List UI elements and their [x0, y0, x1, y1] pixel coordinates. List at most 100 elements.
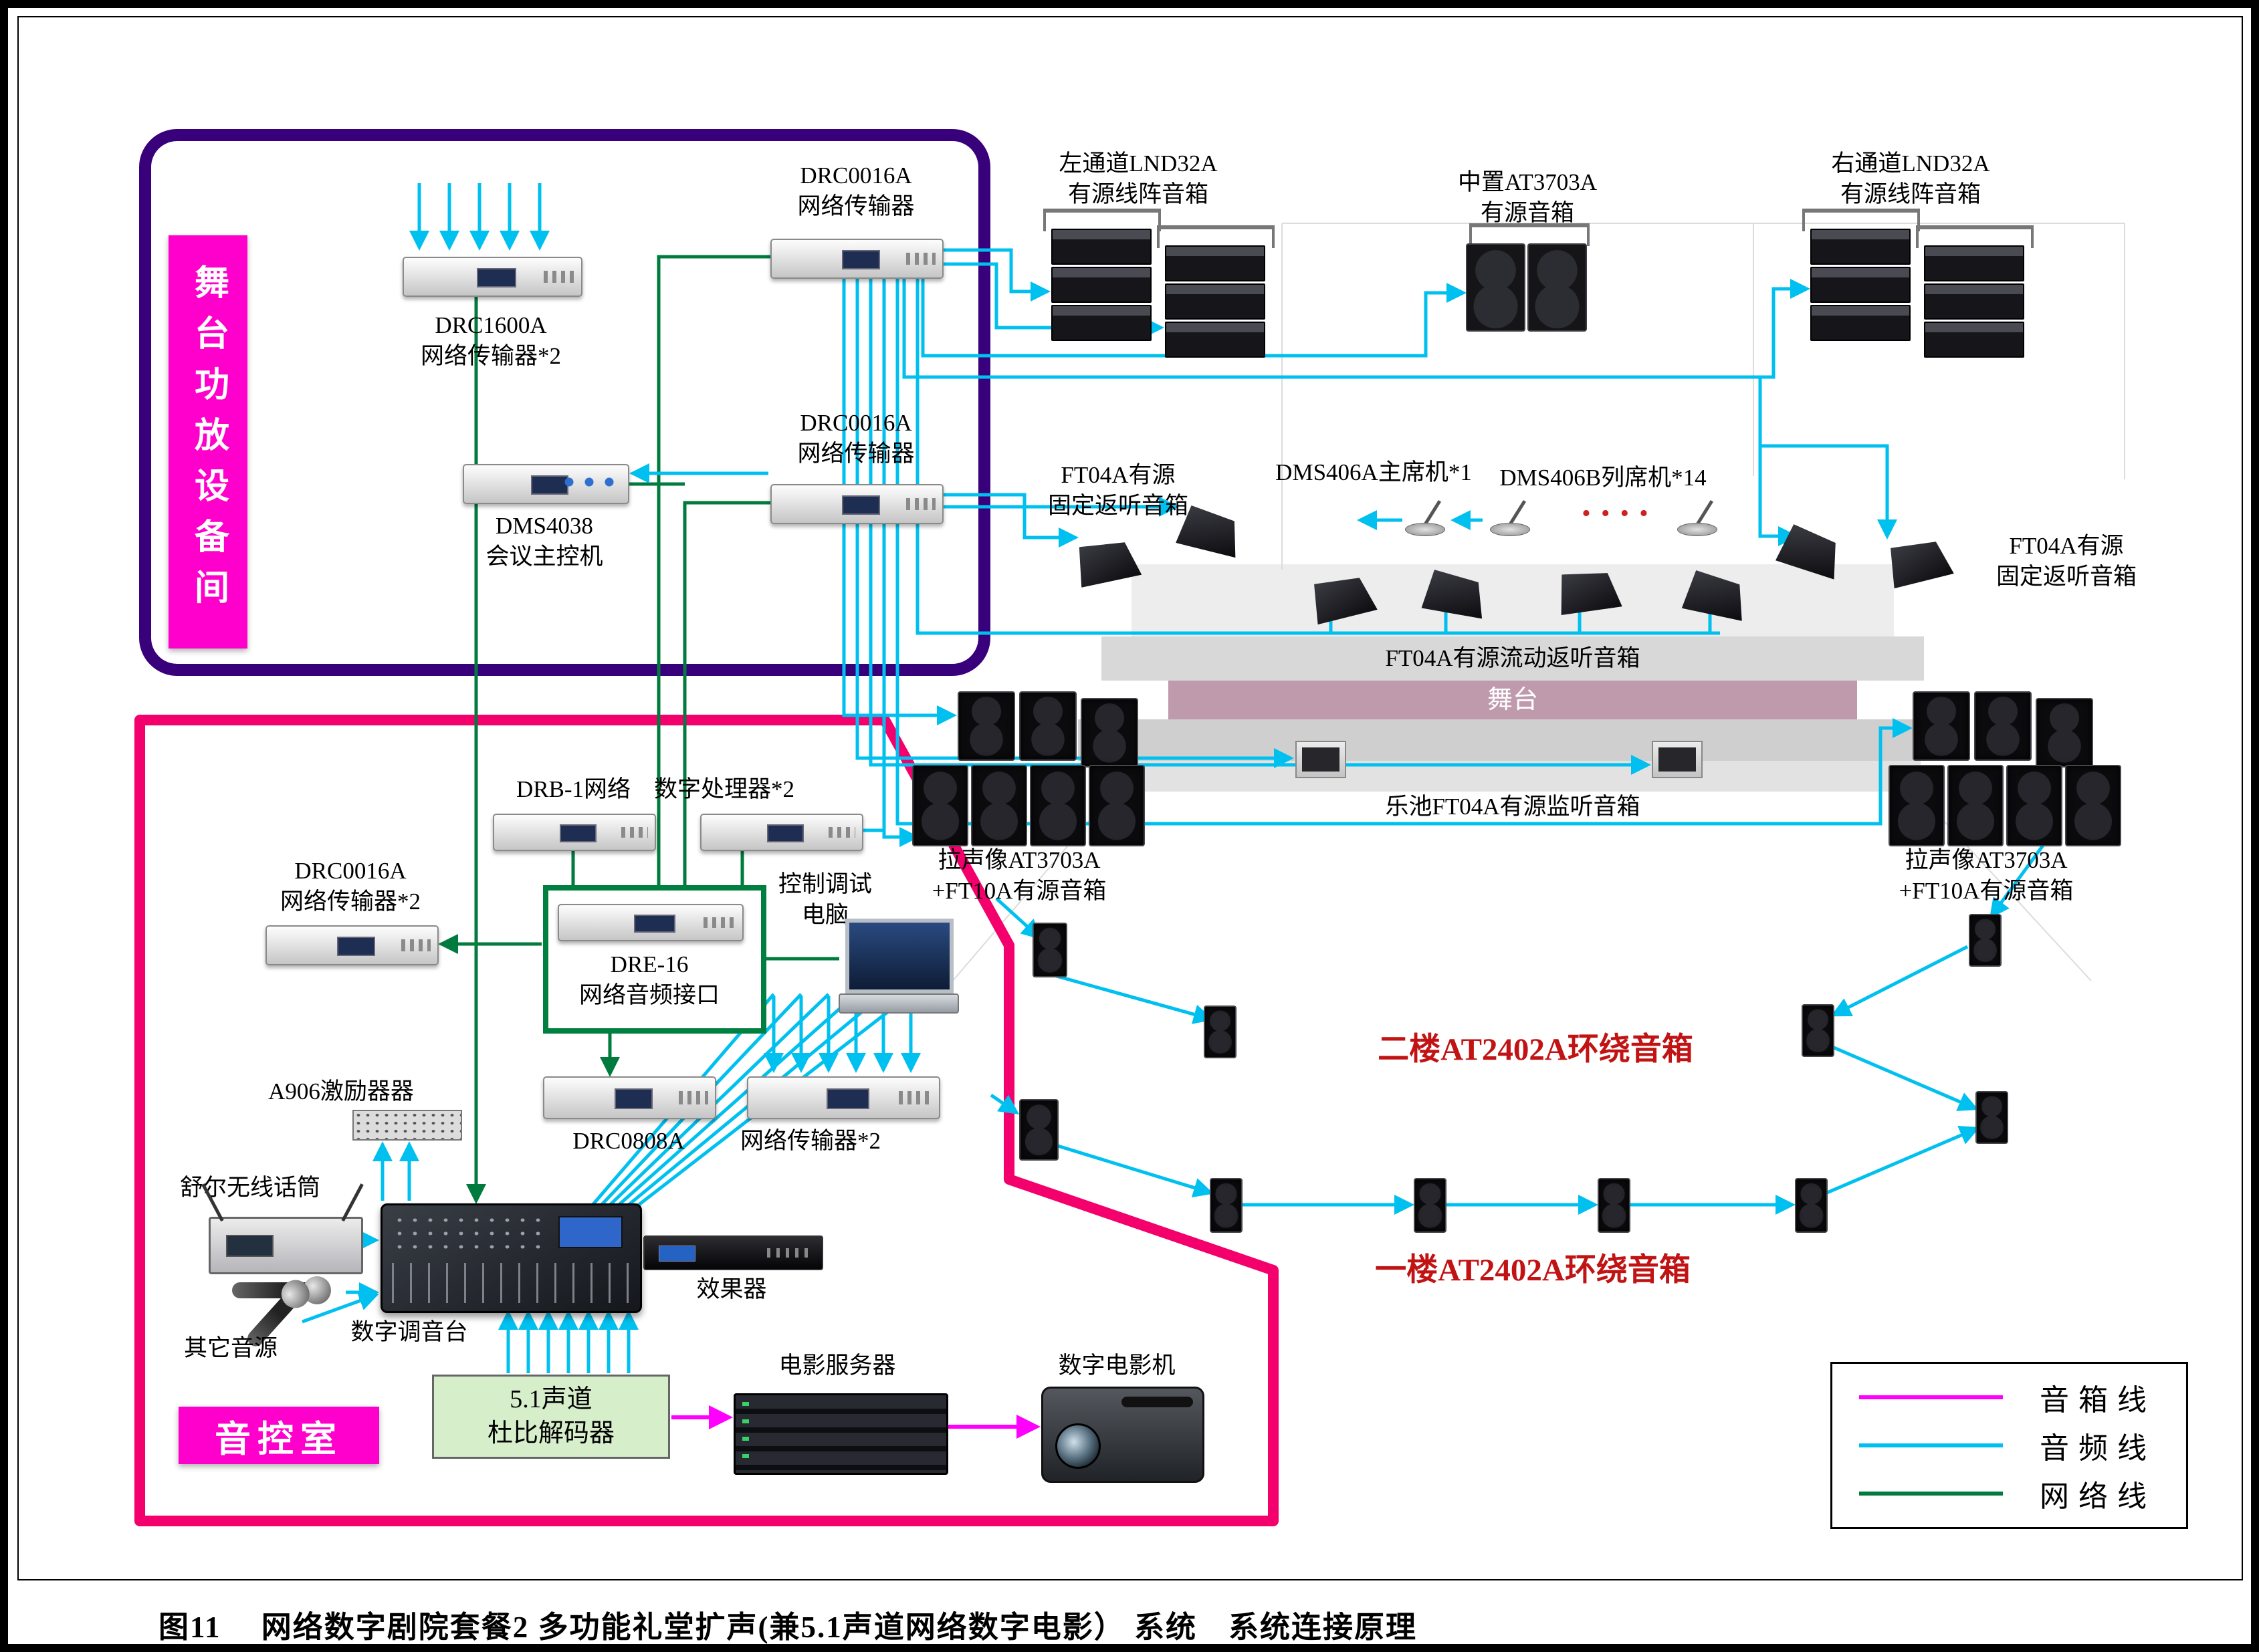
surround-1f-label: 一楼AT2402A环绕音箱 — [1375, 1253, 1691, 1288]
cluster-right-speaker-1 — [1913, 691, 1970, 761]
cluster-left-speaker-1 — [958, 691, 1015, 761]
wiring-svg — [134, 129, 2125, 1526]
stage-back-riser — [1132, 564, 1894, 636]
left-array-label: 左通道LND32A 有源线阵音箱 — [1059, 150, 1218, 207]
pit-monitor-right — [1652, 741, 1703, 778]
mixer-screen — [558, 1216, 623, 1248]
left-line-array-2 — [1165, 245, 1265, 360]
right-array-rigging-2 — [1916, 225, 2034, 248]
fx-label: 效果器 — [696, 1276, 767, 1302]
stage-platform-layer: FT04A有源流动返听音箱 舞台 — [8, 8, 2251, 1644]
surround-2f-speaker-4 — [1802, 1004, 1834, 1057]
drc0016a-mid-label: DRC0016A 网络传输器 — [797, 410, 915, 467]
cluster-right-speaker-3 — [2036, 698, 2093, 768]
ft04a-left-wedge-1 — [1073, 536, 1142, 588]
shure-mic-label: 舒尔无线话筒 — [179, 1175, 321, 1201]
stage-apron — [1078, 719, 1947, 761]
shure-receiver — [209, 1217, 363, 1274]
stage-room-label: 舞台功放设备间 — [169, 235, 247, 648]
drc1600a-device — [403, 257, 582, 297]
pc-label: 控制调试 电脑 — [778, 871, 873, 928]
dolby-decoder: 5.1声道 杜比解码器 — [432, 1375, 670, 1459]
right-line-array-2 — [1924, 245, 2024, 360]
legend-network-label: 网络线 — [2040, 1480, 2156, 1513]
legend-row-audio: 音频线 — [1859, 1424, 2159, 1467]
dms4038-label: DMS4038 会议主控机 — [486, 513, 603, 570]
laptop-keyboard — [839, 993, 959, 1014]
drc1600a-label: DRC1600A 网络传输器*2 — [420, 312, 562, 369]
surround-2f-speaker-1 — [1033, 923, 1067, 977]
legend-audio-line — [1859, 1443, 2003, 1447]
left-array-rigging-2 — [1157, 225, 1275, 248]
ft04a-right-label: FT04A有源 固定返听音箱 — [1996, 533, 2137, 590]
cluster-left-speaker-7 — [1089, 765, 1145, 846]
drc0016a-x2-label: DRC0016A 网络传输器*2 — [280, 858, 421, 915]
center-cabinet-1 — [1466, 243, 1525, 332]
cluster-left-speaker-5 — [971, 765, 1027, 846]
drb1-device-2 — [700, 814, 863, 851]
drc0808a-device — [543, 1076, 716, 1119]
legend-row-speaker: 音箱线 — [1859, 1376, 2159, 1419]
stage-monitors-label: FT04A有源流动返听音箱 — [1385, 645, 1640, 671]
delegate-mic-label: DMS406B列席机*14 — [1499, 465, 1707, 491]
right-array-rigging — [1802, 209, 1920, 231]
drb1-device-1 — [493, 814, 656, 851]
cluster-right-speaker-6 — [2006, 765, 2062, 846]
surround-2f-speaker-2 — [1204, 1006, 1236, 1058]
drb1-label: DRB-1网络 数字处理器*2 — [516, 776, 795, 802]
legend: 音箱线 音频线 网络线 — [1830, 1362, 2188, 1529]
receiver-antenna-right — [341, 1183, 364, 1222]
stage-floor: 舞台 — [1168, 681, 1857, 719]
drc0016a-top-device — [770, 239, 944, 279]
dre16-device — [558, 904, 744, 941]
cluster-left-label: 拉声像AT3703A +FT10A有源音箱 — [932, 847, 1107, 904]
chairman-mic — [1402, 493, 1449, 536]
drc0808a-label: DRC0808A — [572, 1128, 685, 1154]
cluster-right-speaker-7 — [2065, 765, 2121, 846]
legend-row-network: 网络线 — [1859, 1472, 2159, 1515]
cluster-left-speaker-3 — [1081, 698, 1138, 768]
stage-wedge-4 — [1682, 569, 1750, 621]
projector-label: 数字电影机 — [1058, 1352, 1176, 1379]
a906-device — [352, 1110, 462, 1141]
speaker-lines — [671, 1405, 1041, 1439]
control-laptop — [839, 919, 959, 1014]
drc0016a-top-label: DRC0016A 网络传输器 — [797, 162, 915, 219]
movie-server — [734, 1393, 948, 1475]
device-layer: 舞台功放设备间 音控室 DRC1600A 网络传输器*2 DRC0016A 网络… — [8, 8, 2251, 1644]
mixer-label: 数字调音台 — [350, 1319, 468, 1345]
legend-speaker-line — [1859, 1395, 2003, 1399]
pit-monitors-label: 乐池FT04A有源监听音箱 — [1385, 794, 1640, 820]
dre16-label: DRE-16 网络音频接口 — [578, 951, 720, 1008]
center-speaker-label: 中置AT3703A 有源音箱 — [1457, 169, 1598, 226]
surround-1f-speaker-1 — [1019, 1099, 1059, 1161]
digital-cinema-projector — [1041, 1387, 1204, 1483]
cluster-left-speaker-6 — [1030, 765, 1086, 846]
surround-2f-label: 二楼AT2402A环绕音箱 — [1378, 1032, 1693, 1067]
laptop-screen — [845, 919, 954, 993]
delegate-mic-2 — [1675, 493, 1721, 536]
legend-audio-label: 音频线 — [2040, 1432, 2156, 1465]
chairman-mic-label: DMS406A主席机*1 — [1275, 459, 1472, 485]
surround-1f-speaker-3 — [1414, 1178, 1446, 1233]
surround-1f-speaker-5 — [1795, 1178, 1828, 1233]
surround-2f-speaker-5 — [1975, 1091, 2008, 1144]
drc0016a-mid-device — [770, 484, 944, 524]
a906-label: A906激励器器 — [268, 1078, 414, 1104]
mic-chain-dots: ···· — [1580, 493, 1657, 534]
stage-label: 舞台 — [1487, 686, 1538, 714]
surround-1f-speaker-4 — [1598, 1178, 1630, 1233]
ft04a-right-wedge-1 — [1776, 522, 1846, 579]
center-rigging — [1469, 223, 1590, 246]
drc0016a-x2-device — [265, 925, 439, 965]
control-room-label: 音控室 — [179, 1407, 379, 1464]
figure-caption: 图11 网络数字剧院套餐2 多功能礼堂扩声(兼5.1声道网络数字电影） 系统 系… — [158, 1611, 1418, 1644]
dms4038-device — [463, 464, 629, 504]
stage-wedge-3 — [1555, 567, 1622, 615]
cluster-right-speaker-2 — [1974, 691, 2032, 761]
cluster-right-speaker-5 — [1947, 765, 2004, 846]
delegate-mic-1 — [1487, 493, 1534, 536]
cluster-left-speaker-4 — [912, 765, 968, 846]
cluster-right-label: 拉声像AT3703A +FT10A有源音箱 — [1899, 847, 2074, 904]
